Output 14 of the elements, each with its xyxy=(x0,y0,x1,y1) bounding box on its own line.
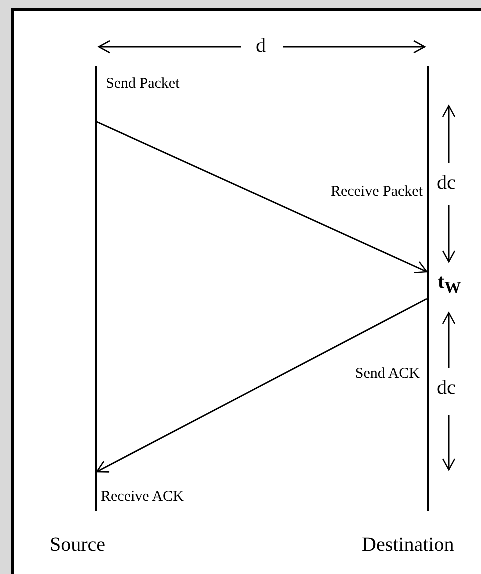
event-label: Receive ACK xyxy=(101,490,184,505)
message-arrow xyxy=(96,298,428,473)
time-label: t$_{W}$ xyxy=(438,272,462,297)
dimension-label: dc xyxy=(437,173,456,193)
lifeline xyxy=(95,66,97,511)
lifeline-label: Destination xyxy=(362,535,454,555)
event-label: Send Packet xyxy=(106,77,180,92)
dimension-label: d xyxy=(256,36,266,56)
event-label: Receive Packet xyxy=(330,185,423,200)
event-label: Send ACK xyxy=(355,367,420,382)
lifeline-label: Source xyxy=(50,535,106,555)
message-arrow xyxy=(96,121,428,274)
dimension-label: dc xyxy=(437,378,456,398)
lifeline xyxy=(427,66,429,511)
